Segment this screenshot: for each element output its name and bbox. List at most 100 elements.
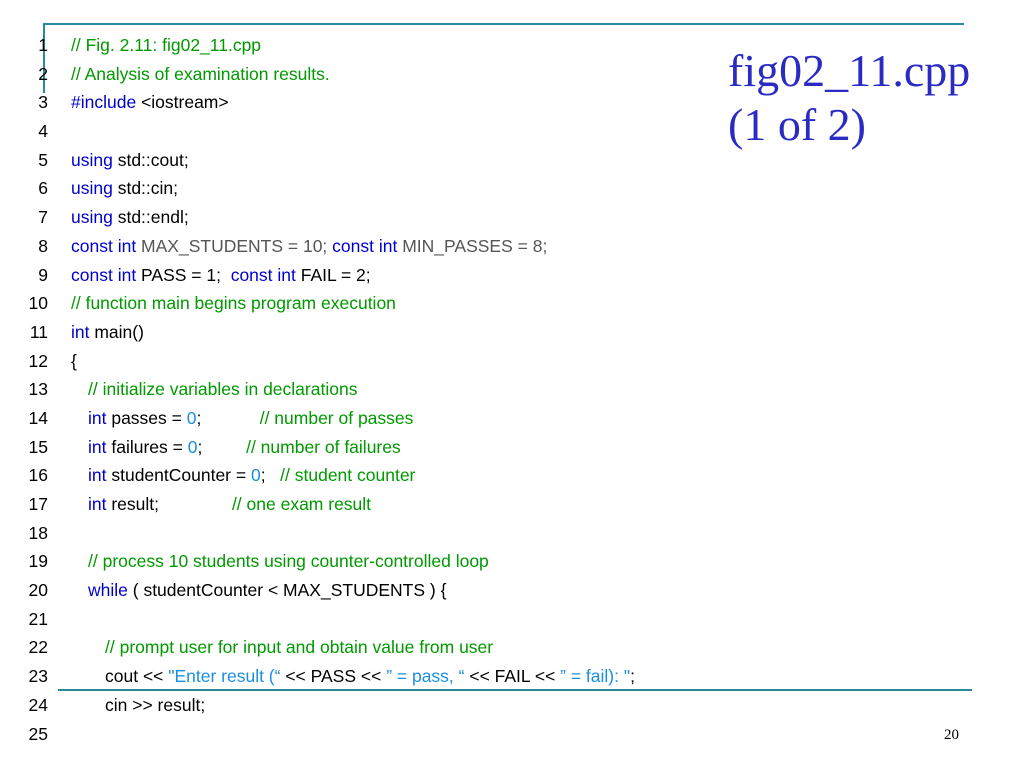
line-number: 5 [38,149,48,170]
code-line: 20 while ( studentCounter < MAX_STUDENTS … [0,576,720,605]
line-number: 11 [29,321,48,342]
bottom-rule [58,689,972,691]
code-token: failures = [106,436,188,457]
code-token: std::endl; [112,207,189,228]
code-text: const int PASS = 1; const int FAIL = 2; [71,261,371,290]
code-text: // Analysis of examination results. [71,60,330,89]
code-line: 22// prompt user for input and obtain va… [0,633,720,662]
line-number: 22 [28,637,48,658]
code-text: int failures = 0; // number of failures [88,433,401,462]
line-number: 3 [38,92,48,113]
code-token: main() [89,321,144,342]
code-text: // initialize variables in declarations [88,375,357,404]
code-keyword: const [71,235,113,256]
code-keyword: int [88,494,107,514]
code-line: 14 int passes = 0; // number of passes [0,404,720,433]
code-token: 0 [250,465,261,486]
left-rule [43,23,45,93]
code-text: int studentCounter = 0; // student count… [88,461,415,490]
code-text: // process 10 students using counter-con… [88,547,489,576]
code-comment: // one exam result [231,494,372,514]
slide-title: fig02_11.cpp (1 of 2) [728,44,970,152]
line-number: 24 [28,694,48,715]
code-text: int main() [71,318,144,347]
code-line: 24 cin >> result; [0,691,720,720]
code-token: std::cout; [112,149,189,170]
code-line: 6 using std::cin; [0,174,720,203]
code-keyword: int [277,264,296,285]
code-line: 21 [0,605,720,634]
code-text: // Fig. 2.11: fig02_11.cpp [71,31,261,60]
code-keyword: int [117,235,137,256]
line-number: 2 [38,63,48,84]
code-listing: 1 // Fig. 2.11: fig02_11.cpp 2 // Analysis … [0,31,720,748]
line-number: 21 [28,608,48,629]
code-line: 18 [0,519,720,548]
code-comment: // student counter [280,465,416,486]
code-comment: // number of passes [259,407,414,428]
line-number: 6 [38,178,48,199]
code-keyword: using [71,207,113,228]
code-comment: // Fig. 2.11: fig02_11.cpp [71,35,262,55]
code-keyword: const [230,264,273,285]
line-number: 16 [28,465,48,486]
code-line: 4 [0,117,720,146]
code-text: using std::cin; [71,174,178,203]
code-line: 3 #include <iostream> [0,88,720,117]
code-text: using std::cout; [71,146,189,175]
line-number: 1 [38,35,48,55]
code-token: ; [260,465,281,486]
code-line: 13// initialize variables in declaration… [0,375,720,404]
code-token: cout << [105,666,169,687]
code-text: // function main begins program executio… [71,289,396,318]
line-number: 18 [28,522,48,543]
code-keyword: const [71,264,113,285]
code-keyword: int [88,407,107,428]
code-token: ; [196,407,260,428]
line-number: 19 [28,551,48,572]
line-number: 14 [28,407,48,428]
page-number: 20 [944,727,959,743]
code-comment: // initialize variables in declarations [88,379,358,400]
code-line: 12{ [0,347,720,376]
code-keyword: int [378,235,398,256]
code-keyword: using [71,178,113,199]
code-token: MAX_STUDENTS = 10; [136,235,328,256]
code-token: <iostream> [136,92,229,113]
code-token: 0 [187,436,198,457]
code-token: << PASS << [280,666,387,687]
code-token: ; [630,666,635,687]
code-text: while ( studentCounter < MAX_STUDENTS ) … [88,576,446,605]
code-token: ” = pass, “ [386,666,465,687]
code-token: ; [197,436,247,457]
line-number: 10 [28,293,48,314]
code-token: passes = [106,407,187,428]
code-keyword: while [88,580,128,601]
code-text: int result; // one exam result [88,490,371,519]
code-text: const int MAX_STUDENTS = 10; const int M… [71,232,547,261]
code-keyword: using [71,149,113,170]
code-token: cin >> result; [105,694,206,715]
line-number: 9 [38,264,48,285]
code-line: 1 // Fig. 2.11: fig02_11.cpp [0,31,720,60]
code-keyword: #include [71,92,137,113]
code-text: #include <iostream> [71,88,229,117]
code-token: "Enter result (“ [168,666,281,687]
line-number: 4 [38,121,48,142]
slide-title-part: (1 of 2) [728,99,866,150]
top-rule [43,23,964,25]
code-token: FAIL = 2; [295,264,371,285]
code-token: studentCounter = [106,465,251,486]
line-number: 20 [28,580,48,601]
line-number: 7 [38,207,48,228]
code-line: 16 int studentCounter = 0; // student cou… [0,461,720,490]
code-line: 9 const int PASS = 1; const int FAIL = 2; [0,261,720,290]
code-token: { [71,350,77,371]
code-token: 0 [186,407,197,428]
code-line: 2 // Analysis of examination results. [0,60,720,89]
code-keyword: int [88,436,107,457]
code-comment: // process 10 students using counter-con… [88,551,489,572]
